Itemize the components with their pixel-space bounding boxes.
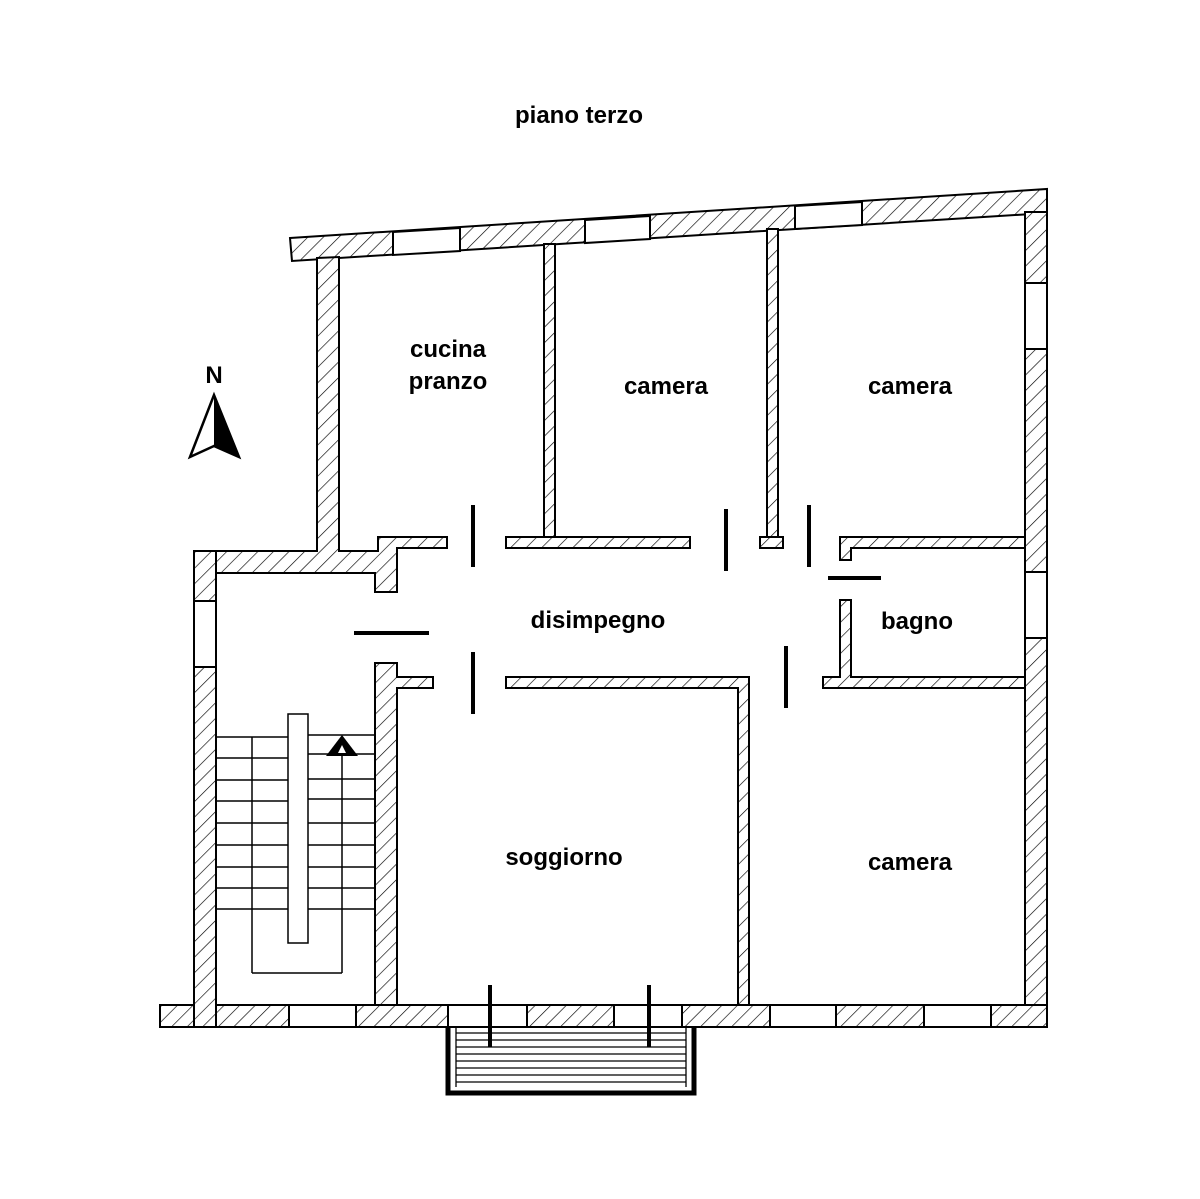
north-label: N bbox=[205, 362, 222, 389]
window bbox=[447, 1004, 528, 1028]
window bbox=[1024, 282, 1048, 350]
window bbox=[392, 226, 461, 257]
west-wall bbox=[193, 550, 217, 1028]
kitchen-east-wall bbox=[543, 243, 556, 538]
room-label-bathroom: bagno bbox=[881, 608, 953, 635]
room-label-bedroom-1: camera bbox=[624, 373, 709, 400]
living-north-wall bbox=[505, 676, 750, 1006]
room-label-living-room: soggiorno bbox=[505, 844, 622, 871]
room-label-kitchen: cucina bbox=[410, 336, 487, 363]
window bbox=[193, 600, 217, 668]
windows bbox=[193, 200, 1048, 1028]
window bbox=[923, 1004, 992, 1028]
window bbox=[769, 1004, 837, 1028]
room-label-kitchen-2: pranzo bbox=[409, 368, 488, 395]
room-label-bedroom-2: camera bbox=[868, 373, 953, 400]
doors bbox=[354, 505, 881, 1047]
north-arrow: N bbox=[187, 362, 242, 460]
window bbox=[584, 214, 651, 245]
divider-stub bbox=[759, 536, 784, 549]
bedroom1-south-wall bbox=[505, 536, 691, 549]
room-label-hallway: disimpegno bbox=[531, 607, 666, 634]
window bbox=[794, 200, 863, 231]
bedroom2-south-wall bbox=[839, 536, 1026, 561]
kitchen-west-wall bbox=[215, 255, 448, 593]
balcony bbox=[445, 1027, 697, 1096]
staircase bbox=[216, 713, 375, 974]
bathroom-west-wall bbox=[822, 599, 1026, 689]
plan-title: piano terzo bbox=[515, 102, 643, 129]
stair-east-wall bbox=[374, 662, 434, 1006]
bedroom-divider-wall bbox=[766, 228, 779, 538]
window bbox=[288, 1004, 357, 1028]
stair-core bbox=[287, 713, 309, 944]
room-label-bedroom-3: camera bbox=[868, 849, 953, 876]
window bbox=[1024, 571, 1048, 639]
